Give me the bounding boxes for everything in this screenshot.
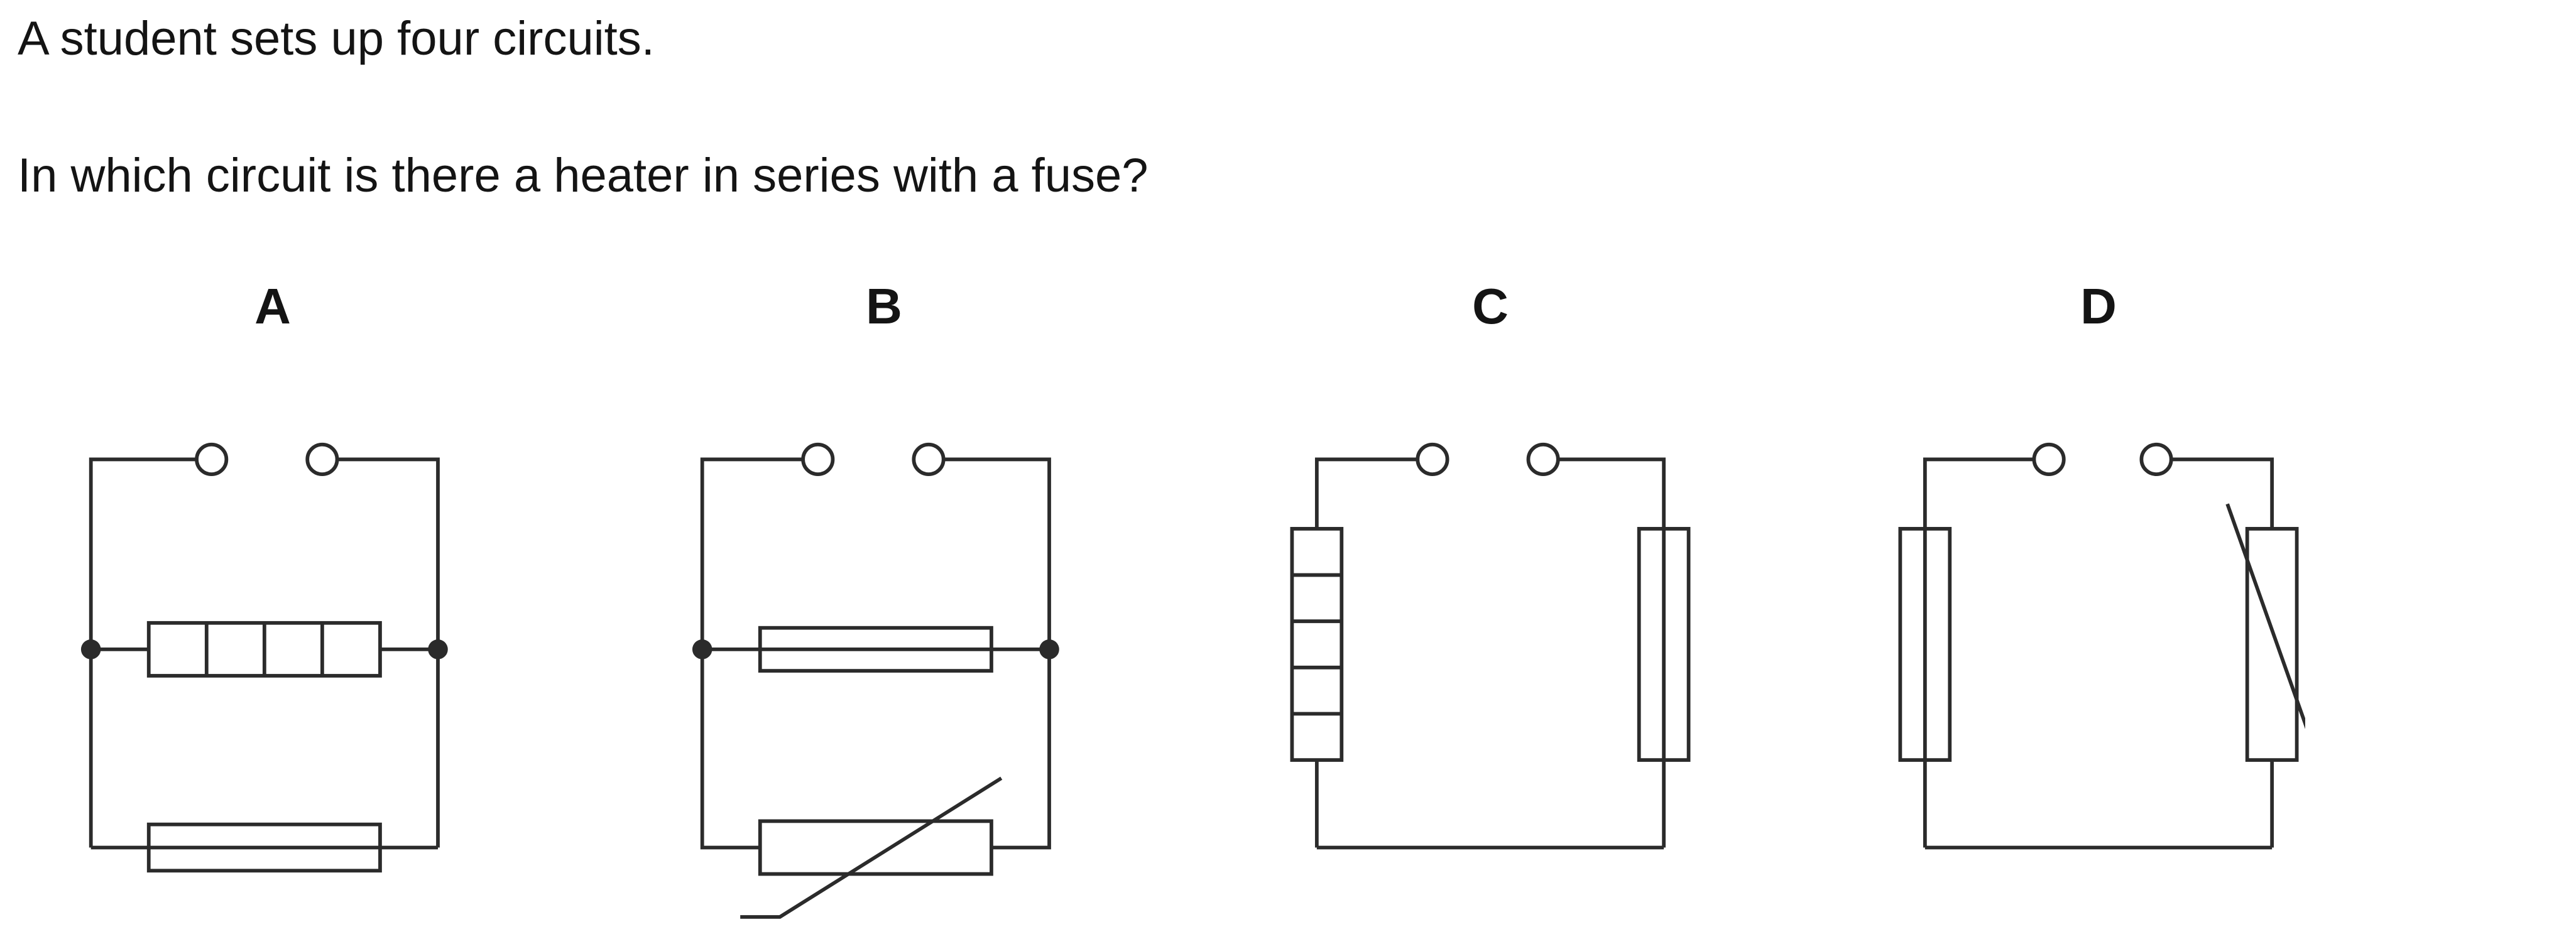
open-switch-icon xyxy=(801,442,946,477)
wire xyxy=(700,457,1051,850)
question-line-2: In which circuit is there a heater in se… xyxy=(18,149,1149,202)
wire xyxy=(1314,457,1666,850)
thermistor-icon xyxy=(740,776,1003,919)
circuit-label-d: D xyxy=(2080,278,2117,334)
circuit-label-b: B xyxy=(866,278,902,334)
question-line-1: A student sets up four circuits. xyxy=(18,12,655,65)
circuit-label-a: A xyxy=(254,278,291,334)
open-switch-icon xyxy=(195,442,339,477)
heater-icon xyxy=(1290,527,1344,762)
circuit-c-diagram xyxy=(1284,435,1697,927)
open-switch-icon xyxy=(1416,442,1560,477)
circuit-d-diagram xyxy=(1892,435,2305,927)
junction-dot xyxy=(692,639,1059,659)
fuse-icon xyxy=(146,822,382,873)
circuit-b-diagram xyxy=(677,435,1091,927)
fuse-icon xyxy=(1637,527,1691,762)
heater-icon xyxy=(146,621,382,678)
fuse-icon xyxy=(758,626,993,673)
thermistor-icon xyxy=(2225,503,2305,762)
junction-dot xyxy=(80,639,448,659)
circuit-a-diagram xyxy=(66,435,479,927)
open-switch-icon xyxy=(2032,442,2173,477)
circuit-label-c: C xyxy=(1472,278,1509,334)
fuse-icon xyxy=(1898,527,1952,762)
wire xyxy=(1923,457,2274,850)
